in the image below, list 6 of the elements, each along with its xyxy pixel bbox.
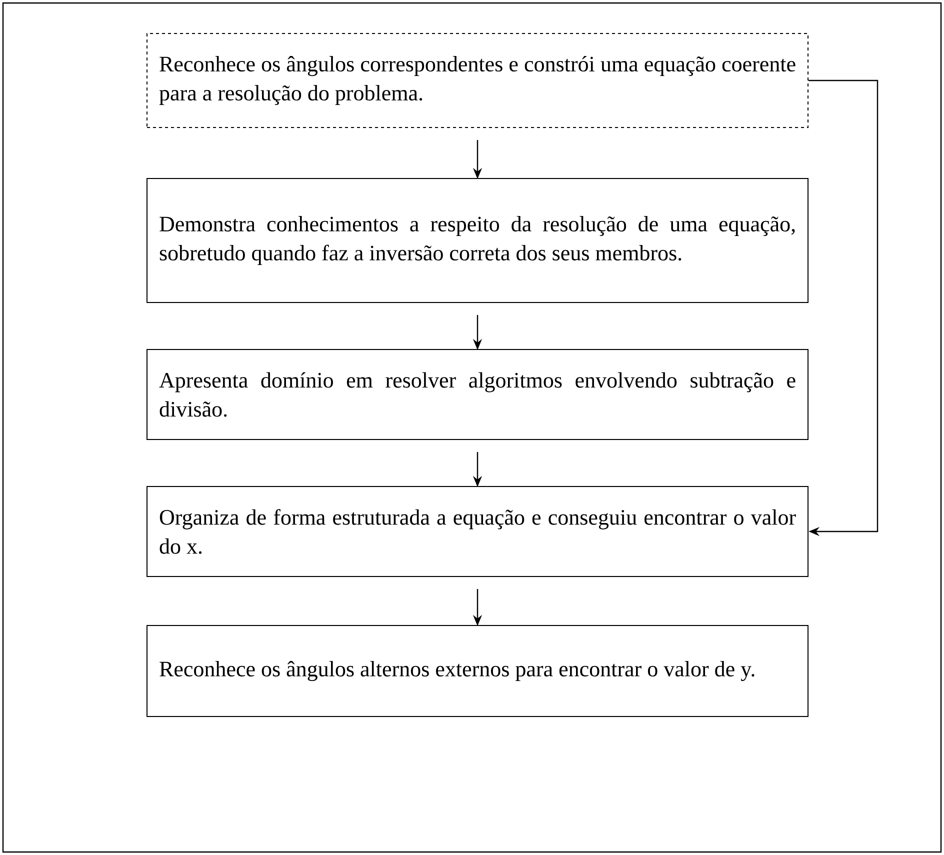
process-box: Demonstra conhecimentos a respeito da resolução de uma equação, sobretudo quando faz a inversão correta dos seus membros. [146,178,808,303]
process-box: Apresenta domínio em resolver algoritmos envolvendo subtração e divisão. [146,349,808,440]
process-box: Organiza de forma estruturada a equação e conseguiu encontrar o valor do x. [146,486,808,577]
dashed-box: Reconhece os ângulos correspondentes e constrói uma equação coerente para a resolução do problema. [146,33,808,128]
bypass-arrow [808,80,878,536]
process-box: Reconhece os ângulos alternos externos para encontrar o valor de y. [146,625,808,717]
